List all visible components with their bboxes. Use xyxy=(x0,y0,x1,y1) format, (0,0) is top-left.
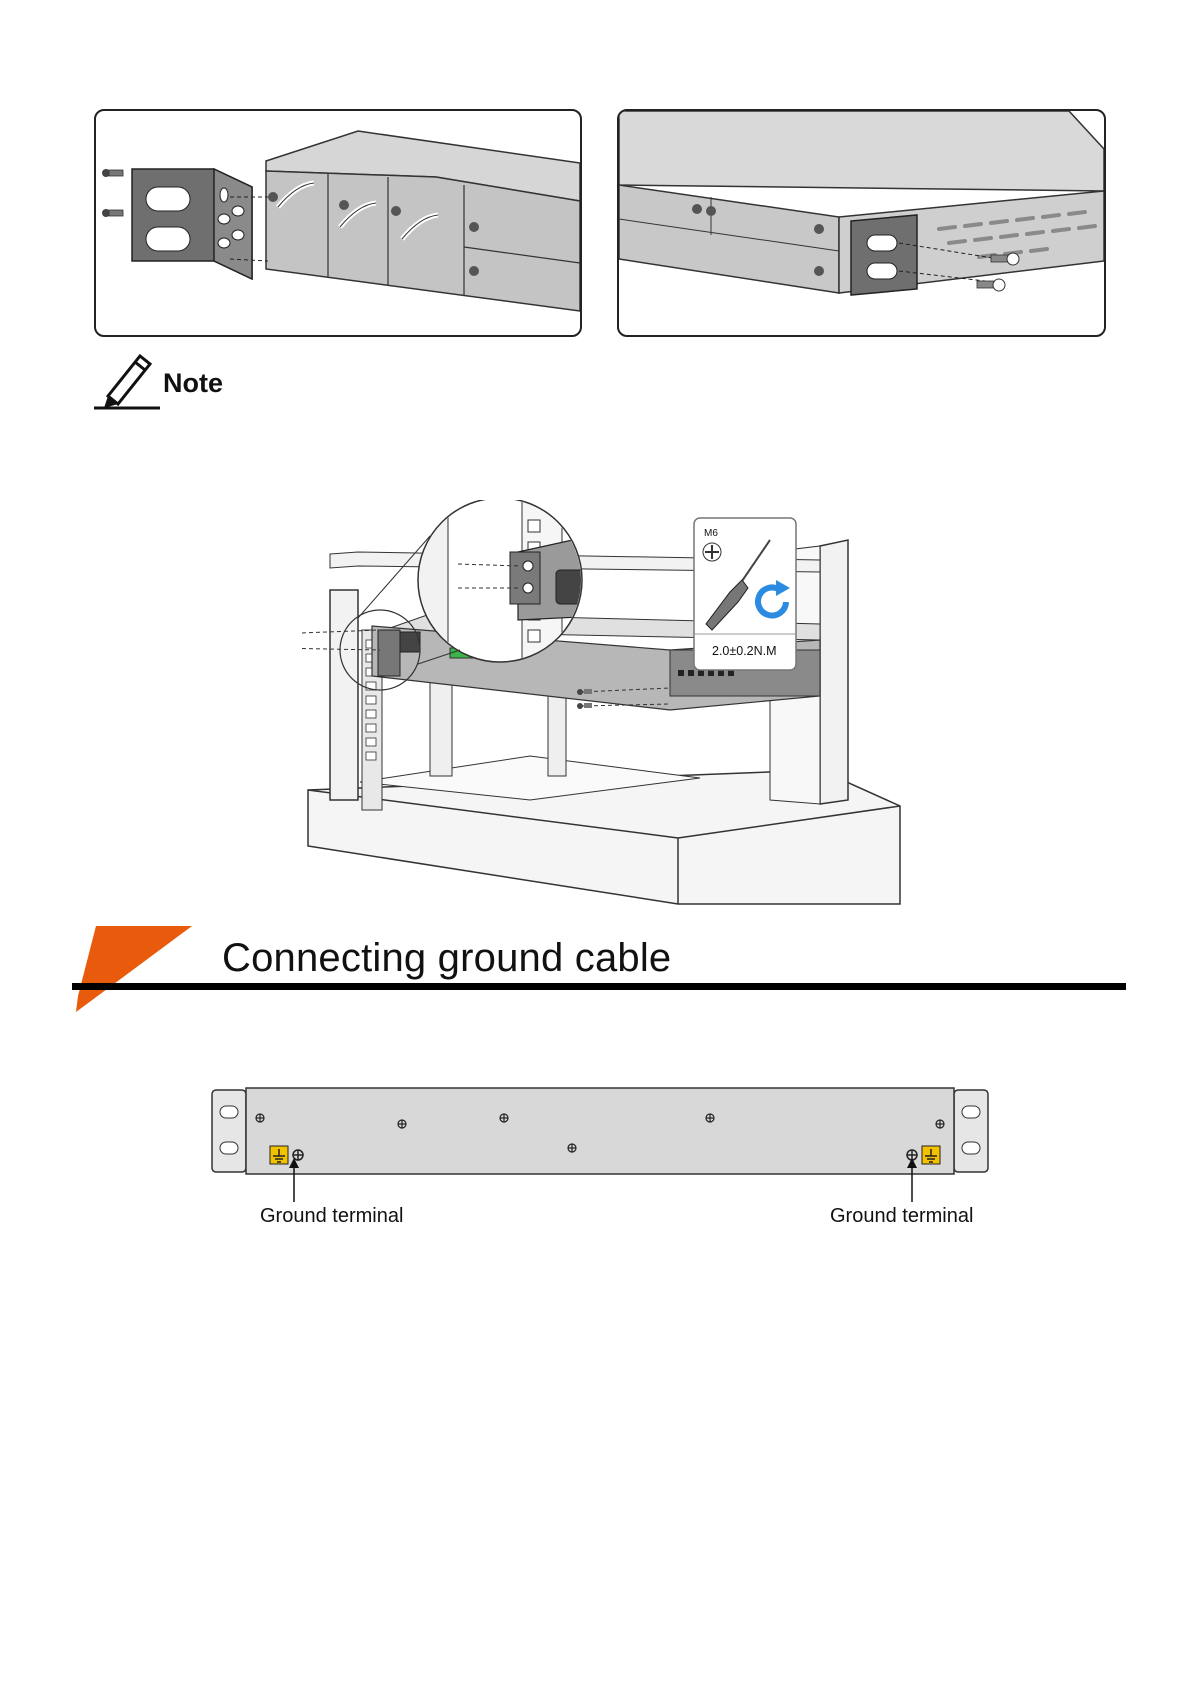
device-front-panel xyxy=(210,1086,990,1178)
section-title: Connecting ground cable xyxy=(222,936,671,981)
bracket-install-left-panel xyxy=(94,109,582,337)
screw-icon xyxy=(977,279,1005,291)
left-pointer-arrow xyxy=(288,1158,300,1202)
screw-size-label: M6 xyxy=(704,528,718,539)
section-accent-icon xyxy=(70,926,200,1016)
torque-label: 2.0±0.2N.M xyxy=(712,644,777,658)
ground-terminal-caption-right: Ground terminal xyxy=(830,1205,973,1228)
screw-icon xyxy=(102,209,123,217)
ground-symbol-icon xyxy=(270,1146,288,1164)
screw-icon xyxy=(102,169,123,177)
section-rule xyxy=(72,983,1126,990)
ground-terminal-caption-left: Ground terminal xyxy=(260,1205,403,1228)
bracket-side-illustration xyxy=(619,111,1104,335)
bracket-front-illustration xyxy=(96,111,580,335)
phillips-icon xyxy=(703,543,721,561)
ground-symbol-icon xyxy=(922,1146,940,1164)
right-pointer-arrow xyxy=(906,1158,918,1202)
screw-icon xyxy=(577,703,592,709)
rack-install-illustration: M6 2.0±0.2N.M xyxy=(300,500,910,910)
pencil-icon xyxy=(90,348,162,410)
note-label: Note xyxy=(163,368,223,399)
bracket-install-right-panel xyxy=(617,109,1106,337)
